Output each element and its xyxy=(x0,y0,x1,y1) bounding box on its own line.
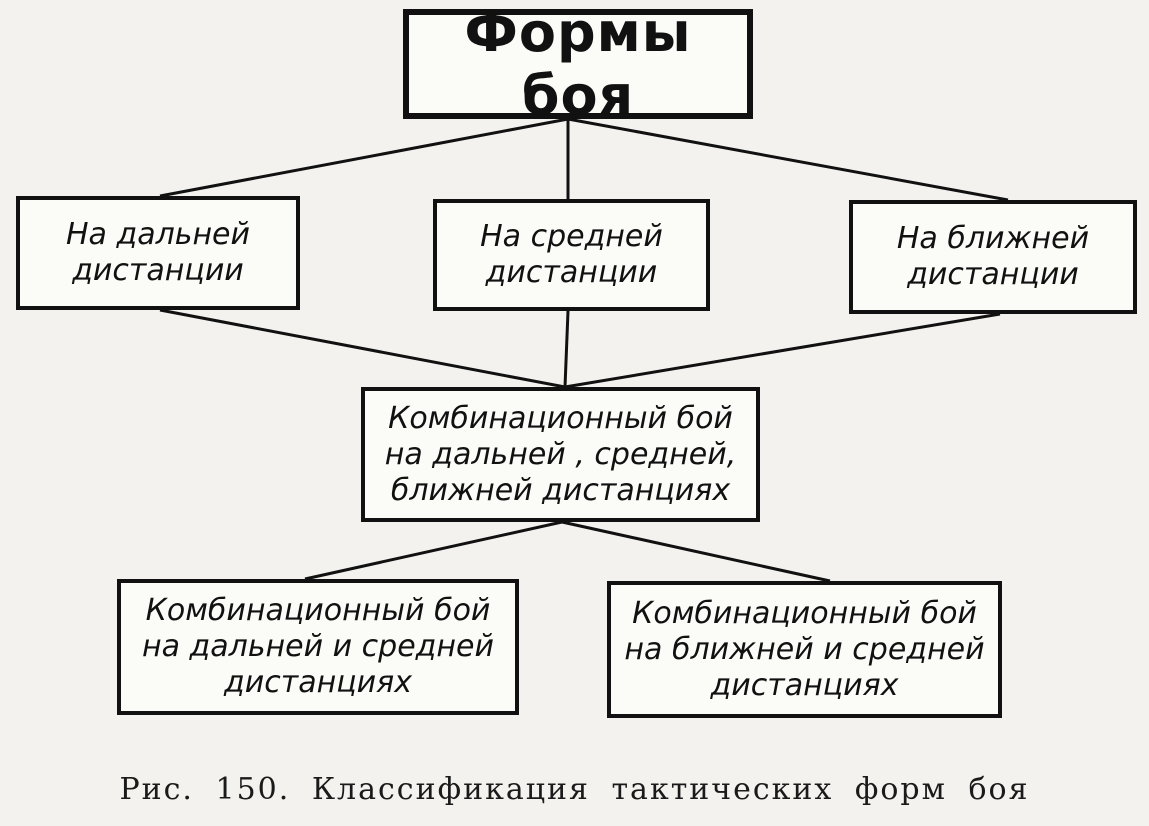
node-combination-near-middle-label: Комбинационный бой на ближней и средней … xyxy=(624,595,985,703)
node-combination-near-middle: Комбинационный бой на ближней и средней … xyxy=(607,581,1002,718)
edge-mid-combo xyxy=(563,310,570,388)
edge-combo-near-mid xyxy=(561,520,831,583)
root-node-label: Формы боя xyxy=(464,1,692,127)
node-combination-far-middle-label: Комбинационный бой на дальней и средней … xyxy=(142,593,494,700)
node-combination-all: Комбинационный бой на дальней , средней,… xyxy=(361,387,760,522)
node-far-distance-label: На дальней дистанции xyxy=(65,217,251,288)
node-near-distance: На ближней дистанции xyxy=(849,200,1137,314)
node-combination-all-label: Комбинационный бой на дальней , средней,… xyxy=(384,400,737,508)
edge-root-far xyxy=(159,117,569,198)
node-middle-distance: На средней дистанции xyxy=(433,199,710,311)
node-middle-distance-label: На средней дистанции xyxy=(480,219,663,290)
edge-combo-far-mid xyxy=(304,520,563,581)
edge-near-combo xyxy=(564,312,1001,389)
node-near-distance-label: На ближней дистанции xyxy=(896,221,1090,292)
node-combination-far-middle: Комбинационный бой на дальней и средней … xyxy=(117,579,519,715)
root-node: Формы боя xyxy=(403,1,753,127)
edge-far-combo xyxy=(159,308,566,389)
edge-root-near xyxy=(567,117,1009,202)
figure-caption: Рис. 150. Классификация тактических форм… xyxy=(119,772,1030,807)
node-far-distance: На дальней дистанции xyxy=(16,196,300,310)
